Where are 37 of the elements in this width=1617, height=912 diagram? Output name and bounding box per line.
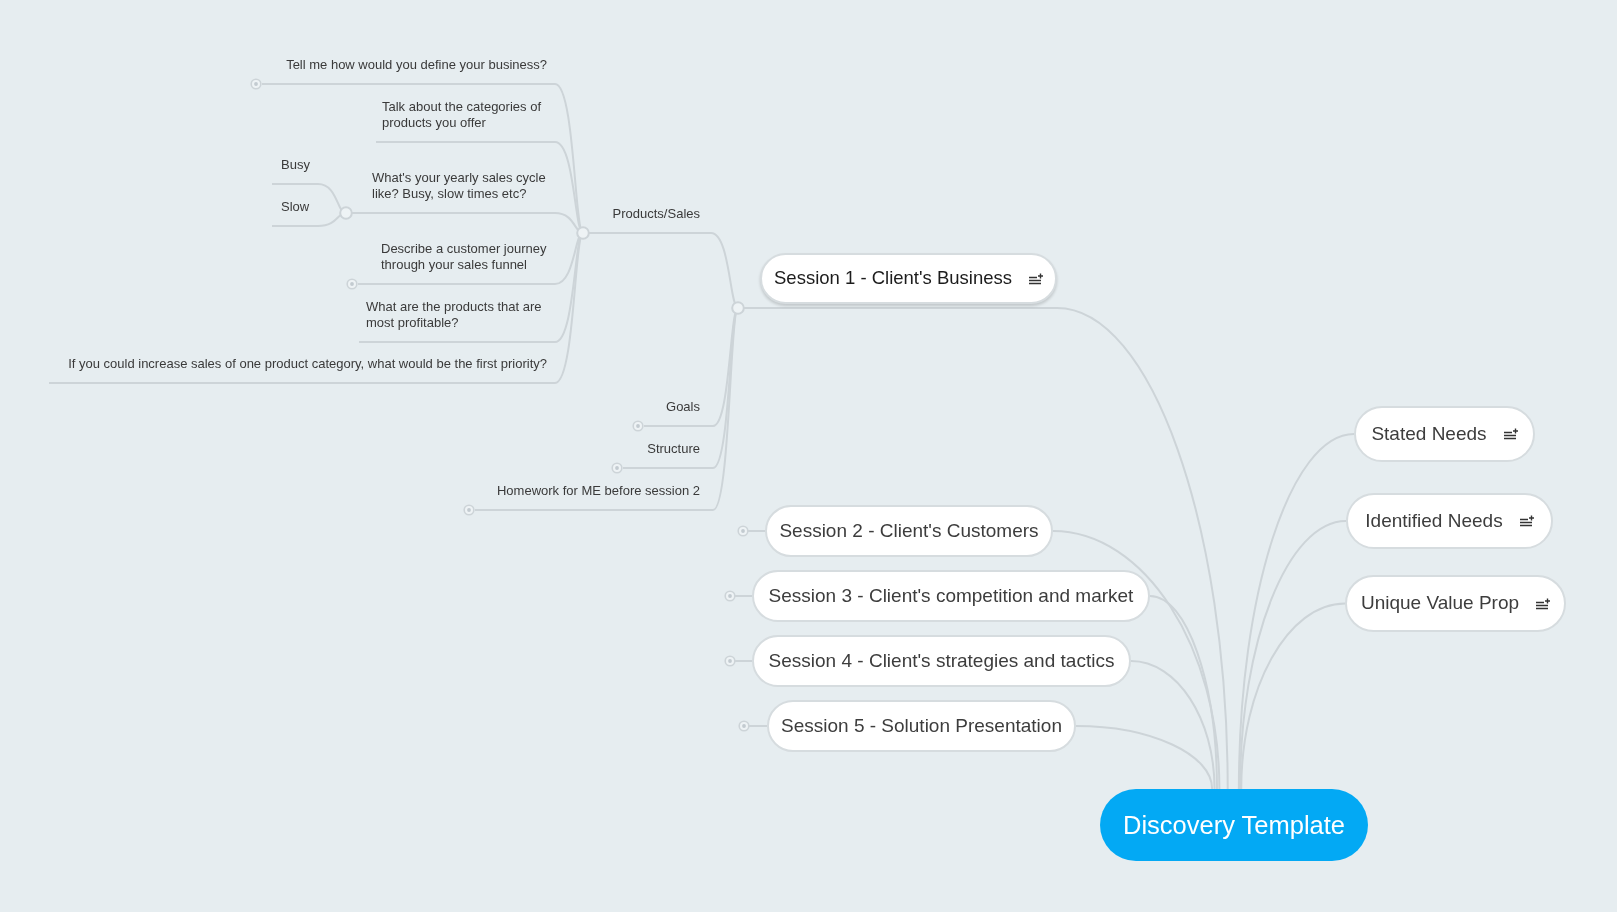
branch-line <box>1075 725 1214 790</box>
subtopic: Talk about the categories of products you offer <box>376 99 555 143</box>
subtopic: Tell me how would you define your business? <box>262 57 555 85</box>
subtopic: What's your yearly sales cycle like? Busy, slow times etc? <box>352 170 555 214</box>
branch-line <box>1237 433 1355 790</box>
main-topic <box>1346 493 1553 549</box>
branch-line <box>1240 602 1346 790</box>
branch-line <box>1052 530 1221 790</box>
main-topic <box>767 700 1076 752</box>
subtopic: Describe a customer journey through your sales funnel <box>358 241 555 285</box>
topic-label: Stated Needs <box>1371 422 1487 446</box>
main-topic <box>1354 406 1535 462</box>
topic-label: Session 5 - Solution Presentation <box>781 714 1062 738</box>
main-topic <box>752 635 1131 687</box>
subtopic: Products/Sales <box>592 206 711 234</box>
main-topic <box>752 570 1150 622</box>
subtopic: Structure <box>623 441 713 469</box>
branch-line <box>1239 520 1347 790</box>
branch-line <box>1149 595 1218 790</box>
subtopic: Busy <box>272 157 318 185</box>
branch-line <box>1130 660 1216 790</box>
topic-label: Unique Value Prop <box>1360 592 1520 615</box>
subtopic: What are the products that are most profitable? <box>359 299 555 343</box>
topic-label: Session 1 - Client's Business <box>774 267 1012 290</box>
topic-label: Session 3 - Client's competition and market <box>768 584 1134 608</box>
main-topic <box>760 253 1057 304</box>
topic-label: Identified Needs <box>1365 509 1503 533</box>
subtopic: Homework for ME before session 2 <box>475 483 713 511</box>
branch-line <box>773 307 1229 790</box>
topic-label: Session 4 - Client's strategies and tactics <box>768 649 1115 673</box>
subtopic: If you could increase sales of one product category, what would be the first priority? <box>49 356 555 384</box>
main-topic <box>765 505 1053 557</box>
subtopic: Goals <box>644 399 713 427</box>
topic-label: Session 2 - Client's Customers <box>779 519 1039 543</box>
main-topic <box>1345 575 1566 632</box>
subtopic: Slow <box>272 199 318 227</box>
topic-label: Discovery Template <box>1123 809 1345 841</box>
